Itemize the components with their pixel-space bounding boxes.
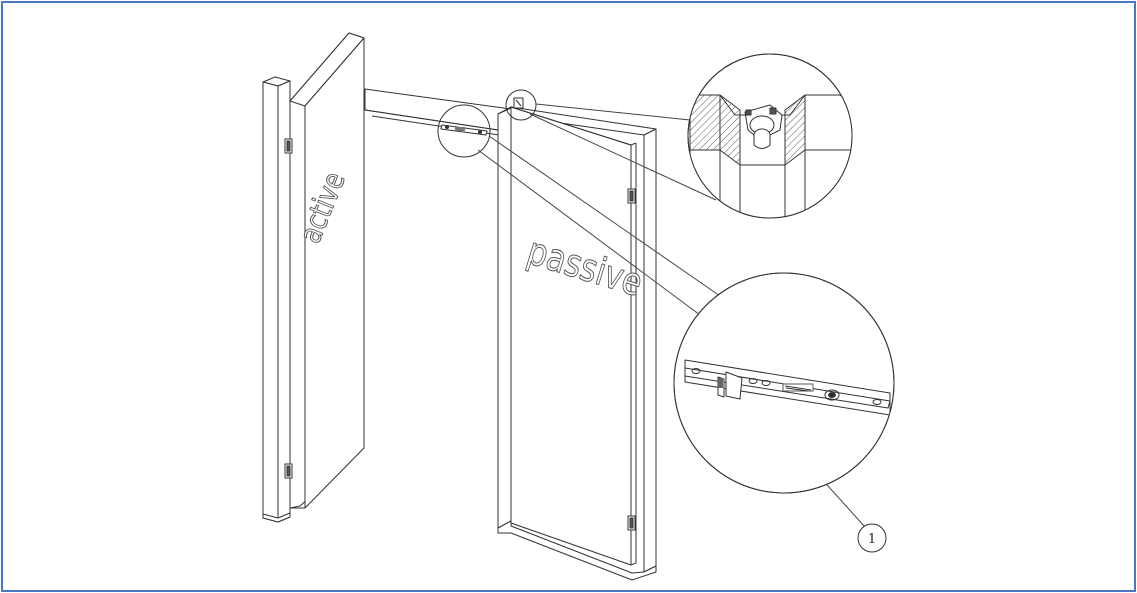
frame-head <box>364 88 519 138</box>
top-bolt-detail <box>513 97 524 109</box>
active-door-leaf <box>289 32 365 509</box>
hinge-icon <box>627 188 636 204</box>
magnified-detail-bottom <box>673 272 895 494</box>
hinge-icon <box>627 515 636 531</box>
callout-number: 1 <box>868 532 876 547</box>
left-frame-jamb <box>262 76 291 523</box>
detail-marker-bolt <box>505 89 537 121</box>
hinge-icon <box>284 138 293 154</box>
passive-door-leaf <box>510 106 637 566</box>
callout-1: 1 <box>857 523 887 553</box>
magnified-detail-top <box>687 53 853 219</box>
hinge-icon <box>284 463 293 479</box>
detail-marker-strike <box>437 104 491 158</box>
